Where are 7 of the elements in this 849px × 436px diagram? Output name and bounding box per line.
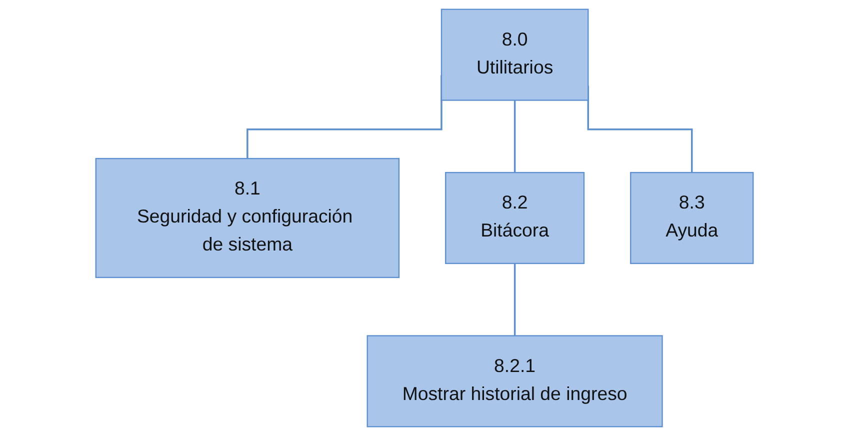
node-box: 8.1 Seguridad y configuración de sistema (95, 158, 400, 278)
node-box: 8.0 Utilitarios (440, 8, 589, 101)
connector (514, 263, 516, 337)
connector (514, 100, 516, 174)
node-box: 8.3 Ayuda (630, 172, 754, 264)
node-box: 8.2 Bitácora (445, 172, 585, 264)
node-box: 8.2.1 Mostrar historial de ingreso (366, 335, 663, 428)
